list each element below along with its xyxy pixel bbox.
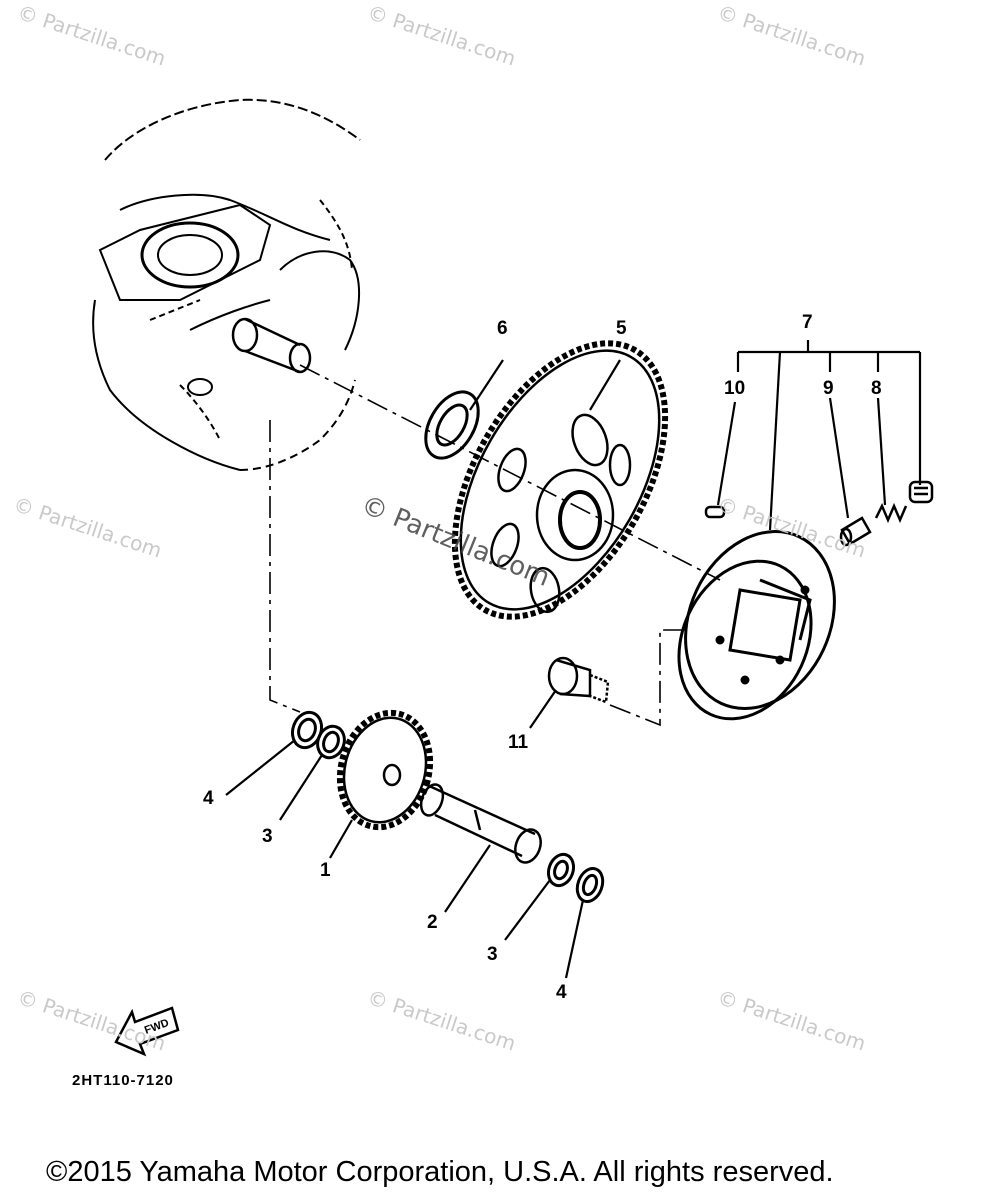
- callout-1: 1: [320, 860, 331, 881]
- callout-4-right: 4: [556, 982, 567, 1003]
- fwd-arrow-icon: [114, 1006, 180, 1057]
- part-9-plunger: [839, 516, 872, 547]
- part-4-circlip-right: [575, 867, 605, 903]
- part-5-large-gear: [451, 340, 669, 620]
- copyright-notice: ©2015 Yamaha Motor Corporation, U.S.A. A…: [46, 1156, 834, 1188]
- callout-2: 2: [427, 912, 438, 933]
- callout-5: 5: [616, 318, 627, 339]
- part-6-washer: [424, 390, 480, 460]
- callout-4-left: 4: [203, 788, 214, 809]
- callout-7: 7: [802, 312, 813, 333]
- callout-3-left: 3: [262, 826, 273, 847]
- part-7-starter-clutch: [677, 530, 836, 721]
- callout-8: 8: [871, 378, 882, 399]
- engine-case: [92, 98, 361, 471]
- callout-9: 9: [823, 378, 834, 399]
- part-3-washer-right: [546, 852, 576, 888]
- callout-10: 10: [724, 378, 746, 399]
- part-10-pin: [704, 505, 726, 519]
- callout-3-right: 3: [487, 944, 498, 965]
- part-1-idler-gear: [336, 709, 434, 831]
- leader-lines: [225, 340, 922, 979]
- engine-shaft-stub: [231, 317, 312, 374]
- part-11-bolt: [547, 656, 610, 704]
- assembly-axis-lines: [269, 364, 721, 727]
- callout-11: 11: [508, 732, 529, 753]
- drawing-code: 2HT110-7120: [72, 1072, 174, 1089]
- part-3-washer-left: [316, 724, 346, 760]
- part-4-circlip-left: [290, 710, 324, 750]
- part-2-shaft: [419, 783, 542, 864]
- callout-6: 6: [497, 318, 508, 339]
- part-8-spring: [874, 502, 908, 524]
